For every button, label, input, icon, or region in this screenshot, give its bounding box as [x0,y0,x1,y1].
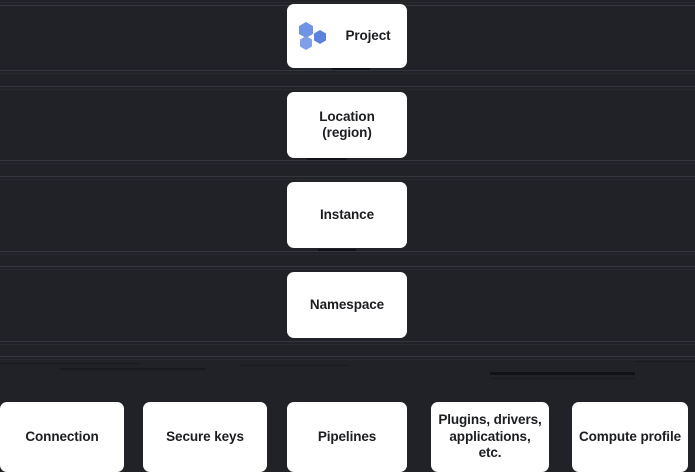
background-band [0,266,695,267]
node-secure-keys[interactable]: Secure keys [143,402,267,472]
node-plugins-label-line2: applications, etc. [449,428,531,461]
background-band [0,359,695,360]
background-band [0,269,695,270]
node-plugins-label-line1: Plugins, drivers, [438,412,542,428]
node-namespace[interactable]: Namespace [287,272,407,338]
connector-branch-far-left [0,363,140,364]
background-band [0,70,695,71]
connector-branch-far-right [636,361,695,362]
connector-instance-namespace [318,249,356,251]
connector-branch-center [240,365,350,366]
node-project-label: Project [345,27,391,43]
node-plugins[interactable]: Plugins, drivers, applications, etc. [431,402,549,472]
node-location-label-line2: (region) [322,125,372,140]
background-band [0,176,695,177]
node-compute-profile[interactable]: Compute profile [572,402,688,472]
connector-branch-left [60,368,205,370]
background-band [0,341,695,342]
background-band [0,73,695,74]
node-location-label-line1: Location [319,108,375,124]
background-band [0,2,695,3]
connector-branch-right [490,372,635,375]
node-pipelines-label: Pipelines [317,428,377,444]
node-connection-label: Connection [25,428,99,444]
background-band [0,254,695,255]
background-band [0,344,695,345]
background-band [0,163,695,164]
background-band [0,160,695,161]
connector-location-instance [307,158,347,160]
node-pipelines[interactable]: Pipelines [287,402,407,472]
background-band [0,89,695,90]
node-instance-label: Instance [320,206,374,222]
background-band [0,356,695,357]
node-project[interactable]: Project [287,4,407,68]
background-band [0,86,695,87]
node-namespace-label: Namespace [309,296,385,312]
node-connection[interactable]: Connection [0,402,124,472]
node-instance[interactable]: Instance [287,182,407,248]
node-compute-profile-label: Compute profile [579,428,681,444]
node-secure-keys-label: Secure keys [166,428,244,444]
connector-branch-right-2 [490,378,635,379]
project-hexagons-icon [299,22,327,50]
connector-project-location [332,68,370,70]
background-band [0,251,695,252]
background-band [0,179,695,180]
node-location[interactable]: Location (region) [287,92,407,158]
